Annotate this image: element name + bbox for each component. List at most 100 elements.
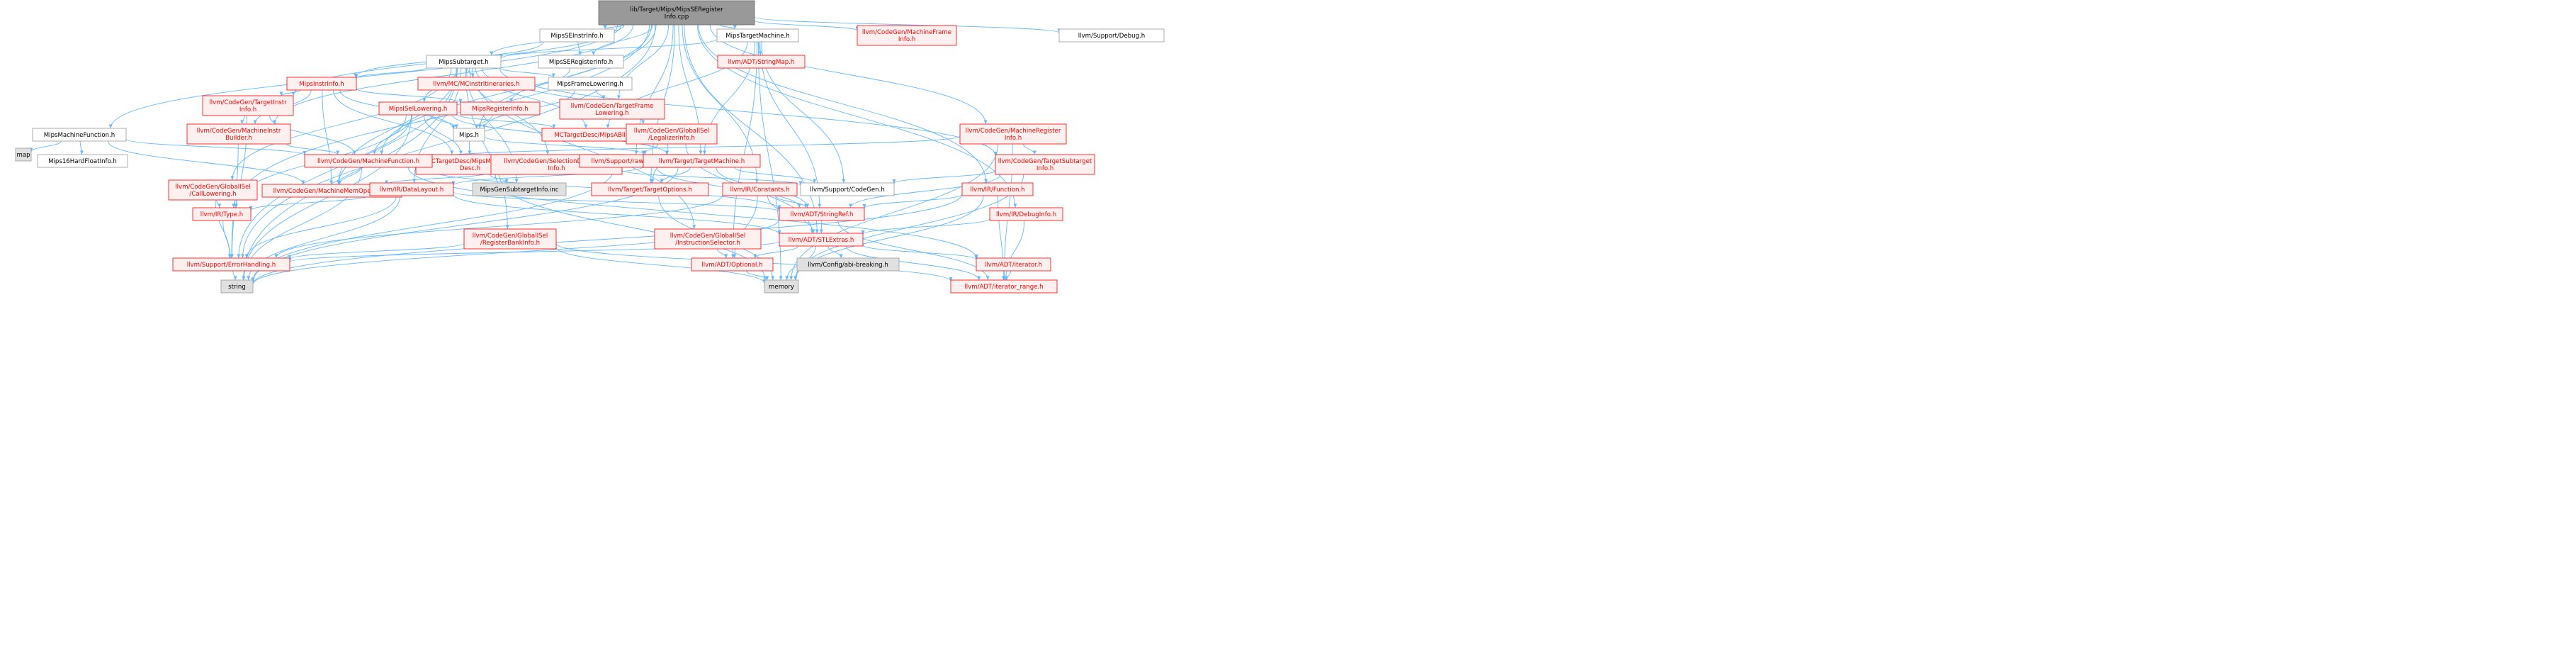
node-box: [598, 0, 755, 26]
node-label: Info.h: [548, 165, 565, 172]
edge-stringref-to-stlextras: [819, 220, 823, 234]
node-mipsmachinefunction[interactable]: MipsMachineFunction.h: [32, 128, 127, 142]
node-errorhandling[interactable]: llvm/Support/ErrorHandling.h: [172, 257, 290, 272]
node-label: Builder.h: [225, 135, 252, 142]
node-map[interactable]: map: [15, 147, 32, 162]
node-label: llvm/ADT/Optional.h: [701, 262, 762, 269]
node-box: [539, 28, 615, 43]
node-mipsgensubtarget[interactable]: MipsGenSubtargetInfo.inc: [472, 182, 567, 196]
edge-targetmachine-to-codegen: [734, 167, 817, 184]
node-box: [15, 147, 32, 162]
edge-targetmachine-to-datalayout: [451, 166, 644, 186]
node-debug[interactable]: llvm/Support/Debug.h: [1058, 28, 1165, 43]
node-legalizerinfo[interactable]: llvm/CodeGen/GlobalISel/LegalizerInfo.h: [626, 123, 718, 145]
node-label: MipsMachineFunction.h: [44, 132, 115, 139]
node-iterator[interactable]: llvm/ADT/iterator.h: [976, 257, 1051, 272]
node-label: llvm/Support/ErrorHandling.h: [187, 262, 276, 269]
edge-machineinstrbuilder-to-machinefunction: [286, 143, 340, 155]
node-box: [460, 101, 541, 116]
edge-datalayout-to-stringref: [453, 191, 781, 212]
node-mips_h[interactable]: Mips.h: [453, 128, 485, 142]
node-label: /CallLowering.h: [189, 191, 236, 198]
node-box: [202, 95, 294, 116]
node-mips16hardfloatinfo[interactable]: Mips16HardFloatInfo.h: [37, 154, 128, 168]
node-codegen[interactable]: llvm/Support/CodeGen.h: [800, 182, 895, 196]
node-optional[interactable]: llvm/ADT/Optional.h: [691, 257, 774, 272]
node-label: MipsSubtarget.h: [439, 59, 488, 66]
node-targetoptions[interactable]: llvm/Target/TargetOptions.h: [591, 182, 709, 196]
edge-mipsisellowering-to-mips_h: [430, 114, 458, 129]
node-abibreaking[interactable]: llvm/Config/abi-breaking.h: [796, 257, 900, 272]
edge-mips_h-to-mipsmctargetdesc: [468, 140, 472, 155]
edge-mipsregisterinfo-to-mips_h: [475, 114, 493, 129]
node-box: [538, 55, 624, 69]
edge-stlextras-to-optional: [753, 245, 799, 259]
node-label: Info.h: [1036, 165, 1053, 172]
edge-constants-to-stringref: [775, 195, 808, 208]
edge-root-to-debug: [754, 16, 1061, 33]
node-mipsinstrinfo[interactable]: MipsInstrInfo.h: [286, 77, 357, 91]
node-debuginfo[interactable]: llvm/IR/DebugInfo.h: [989, 207, 1063, 221]
node-memory[interactable]: memory: [764, 279, 799, 294]
node-iteratorrange[interactable]: llvm/ADT/iterator_range.h: [950, 279, 1058, 294]
node-mipstargetmachine[interactable]: MipsTargetMachine.h: [716, 28, 799, 43]
node-label: llvm/IR/DataLayout.h: [380, 186, 444, 194]
node-mipsframelowering[interactable]: MipsFrameLowering.h: [548, 77, 633, 91]
node-label: MCTargetDesc/MipsABIInfo.h: [554, 132, 640, 139]
node-mipsisellowering[interactable]: MipsISelLowering.h: [378, 101, 458, 116]
node-machinefunction[interactable]: llvm/CodeGen/MachineFunction.h: [304, 154, 433, 168]
node-datalayout[interactable]: llvm/IR/DataLayout.h: [369, 182, 454, 196]
node-mipsregisterinfo[interactable]: MipsRegisterInfo.h: [460, 101, 541, 116]
node-string[interactable]: string: [220, 279, 254, 294]
node-box: [1058, 28, 1165, 43]
node-mcinstritin[interactable]: llvm/MC/MCInstrItineraries.h: [417, 77, 536, 91]
node-label: MipsGenSubtargetInfo.inc: [480, 186, 558, 194]
node-box: [548, 77, 633, 91]
edge-targetsubtargetinfo-to-stringref: [849, 174, 1001, 208]
node-stringref[interactable]: llvm/ADT/StringRef.h: [779, 207, 865, 221]
node-label: Mips.h: [459, 132, 479, 139]
node-label: llvm/MC/MCInstrItineraries.h: [434, 81, 520, 88]
node-targetmachine[interactable]: llvm/Target/TargetMachine.h: [643, 154, 761, 168]
node-root[interactable]: lib/Target/Mips/MipsSERegisterInfo.cpp: [598, 0, 755, 26]
node-registerbankinfo[interactable]: llvm/CodeGen/GlobalISel/RegisterBankInfo…: [463, 228, 557, 250]
edge-mipsmachinefunction-to-mips16hardfloatinfo: [79, 140, 84, 155]
node-label: llvm/Support/raw_ostream.h: [592, 158, 678, 165]
node-function[interactable]: llvm/IR/Function.h: [961, 182, 1034, 196]
node-mipssubtarget[interactable]: MipsSubtarget.h: [426, 55, 502, 69]
node-stringmap[interactable]: llvm/ADT/StringMap.h: [717, 55, 806, 69]
node-constants[interactable]: llvm/IR/Constants.h: [722, 182, 798, 196]
node-label: llvm/ADT/iterator.h: [985, 262, 1042, 269]
node-instructionselector[interactable]: llvm/CodeGen/GlobalISel/InstructionSelec…: [654, 228, 762, 250]
edge-targetsubtargetinfo-to-codegen: [892, 170, 996, 184]
node-box: [304, 154, 433, 168]
node-type[interactable]: llvm/IR/Type.h: [192, 207, 252, 221]
node-box: [186, 123, 291, 145]
node-label: llvm/IR/Function.h: [970, 186, 1024, 194]
node-box: [691, 257, 774, 272]
edge-mipsisellowering-to-mipsabiinfo: [456, 113, 556, 129]
node-calllowering[interactable]: llvm/CodeGen/GlobalISel/CallLowering.h: [168, 179, 258, 201]
node-label: llvm/Support/CodeGen.h: [810, 186, 885, 194]
edge-mipstargetmachine-to-optional: [730, 41, 757, 259]
node-mipsseinstrinfo[interactable]: MipsSEInstrInfo.h: [539, 28, 615, 43]
node-box: [591, 182, 709, 196]
edge-machinefunction-to-mmo: [338, 167, 361, 185]
node-box: [800, 182, 895, 196]
include-dependency-graph: lib/Target/Mips/MipsSERegisterInfo.cppMi…: [15, 0, 1165, 294]
node-box: [192, 207, 252, 221]
node-label: MipsInstrInfo.h: [299, 81, 344, 88]
node-stlextras[interactable]: llvm/ADT/STLExtras.h: [779, 233, 864, 247]
edge-mipstargetmachine-to-mipssubtarget: [499, 38, 718, 59]
node-box: [369, 182, 454, 196]
edge-root-to-mipsmachinefunction: [108, 24, 618, 129]
edge-instructionselector-to-optional: [716, 248, 728, 259]
node-mipsseregisterinfo[interactable]: MipsSERegisterInfo.h: [538, 55, 624, 69]
node-label: llvm/CodeGen/TargetFrame: [571, 103, 654, 110]
